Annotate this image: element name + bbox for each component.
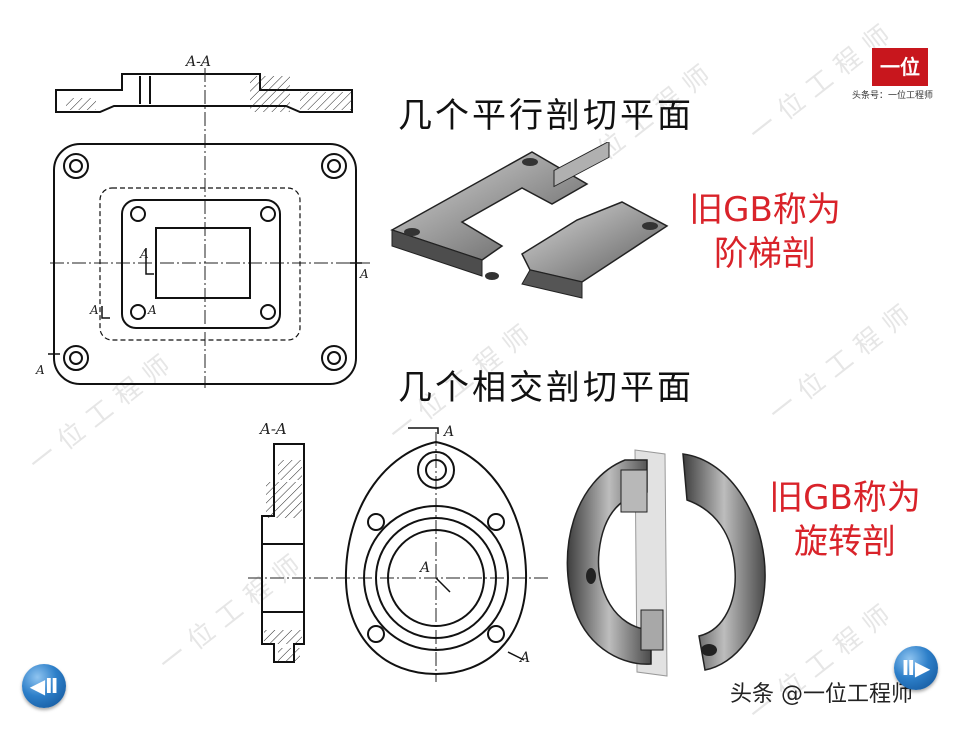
credit-text: 头条 @一位工程师 bbox=[730, 682, 913, 707]
note-line: 阶梯剖 bbox=[714, 234, 816, 274]
mark-a: A bbox=[35, 363, 45, 377]
mark-a: A bbox=[89, 303, 99, 317]
note-line: 旋转剖 bbox=[794, 522, 896, 562]
mark-a: A bbox=[518, 650, 530, 666]
rotated-section-3d-model bbox=[566, 449, 766, 677]
brand-logo: 一位 bbox=[872, 48, 928, 86]
heading-intersecting-planes: 几个相交剖切平面 bbox=[398, 368, 694, 408]
section-label-aa: A-A bbox=[258, 420, 287, 438]
flange-front-view bbox=[344, 440, 528, 676]
prev-button[interactable]: ◀Ⅱ bbox=[22, 664, 66, 708]
rotated-section-drawing: A-A A A A bbox=[248, 420, 548, 682]
mark-a: A bbox=[418, 560, 430, 576]
mark-a: A bbox=[139, 247, 149, 261]
plan-view bbox=[53, 143, 357, 385]
bolt-holes bbox=[63, 153, 347, 371]
next-button[interactable]: Ⅱ▶ bbox=[894, 646, 938, 690]
stepped-section-drawing: A-A A A A A A bbox=[35, 54, 370, 388]
section-label-aa: A-A bbox=[184, 54, 211, 70]
mark-a: A bbox=[147, 303, 157, 317]
stepped-section-3d-model bbox=[390, 142, 669, 299]
cut-markers bbox=[48, 248, 362, 355]
note-line: 旧GB称为 bbox=[769, 478, 921, 518]
mark-a: A bbox=[359, 267, 369, 281]
note-stepped-section: 旧GB称为 阶梯剖 bbox=[680, 188, 850, 276]
section-view bbox=[55, 73, 353, 113]
heading-parallel-planes: 几个平行剖切平面 bbox=[398, 96, 694, 136]
side-section-view bbox=[261, 443, 305, 663]
watermark: 一位工程师 bbox=[763, 293, 925, 429]
brand-subtitle: 头条号：一位工程师 bbox=[852, 91, 934, 101]
mark-a: A bbox=[442, 424, 454, 440]
note-rotated-section: 旧GB称为 旋转剖 bbox=[760, 476, 930, 564]
note-line: 旧GB称为 bbox=[689, 190, 841, 230]
